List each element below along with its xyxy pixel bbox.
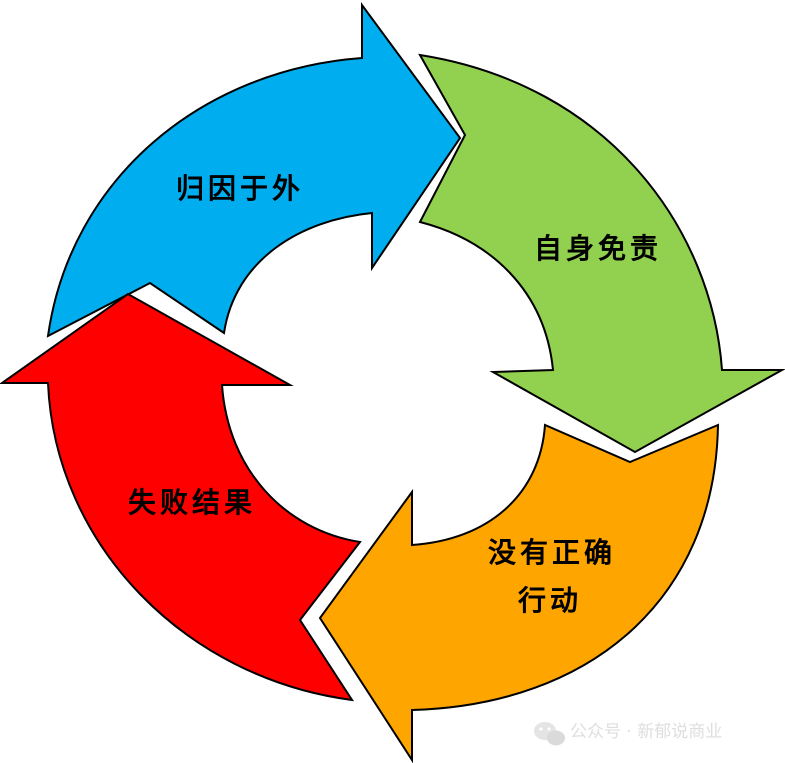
watermark: 公众号 · 新郁说商业 — [534, 722, 722, 746]
segment-orange-arrow — [318, 423, 720, 763]
label-meiyou-zhengque: 没有正确 — [488, 536, 616, 569]
segment-blue-arrow — [46, 1, 462, 338]
watermark-text: 公众号 · 新郁说商业 — [570, 722, 722, 742]
wechat-icon — [534, 722, 565, 746]
label-zishen-mianze: 自身免责 — [534, 232, 662, 265]
segment-green-arrow — [418, 53, 785, 454]
label-xingdong: 行动 — [517, 584, 582, 617]
label-shibai-jieguo: 失败结果 — [128, 486, 256, 519]
label-guiyin-yuwai: 归因于外 — [176, 172, 304, 205]
segment-red-arrow — [0, 292, 362, 702]
